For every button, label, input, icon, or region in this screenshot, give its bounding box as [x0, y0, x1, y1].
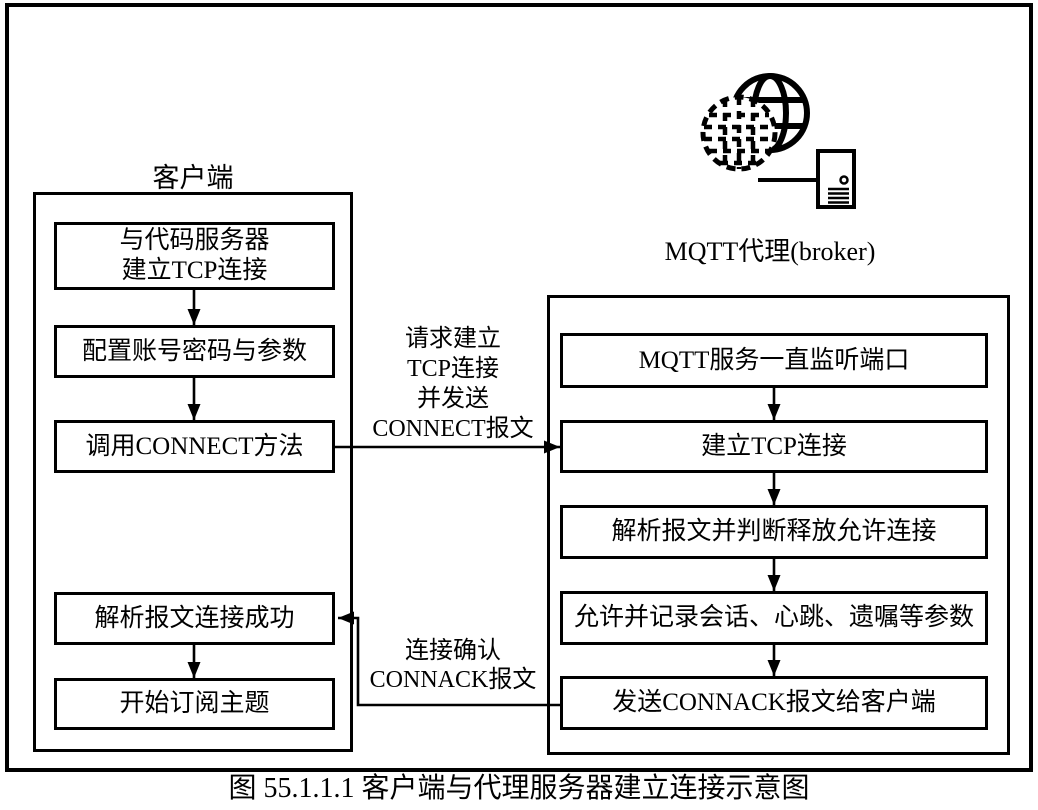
broker-step-parse: 解析报文并判断释放允许连接 [560, 505, 988, 559]
client-step-configure: 配置账号密码与参数 [54, 325, 335, 378]
globe-network-server-icon [700, 73, 856, 209]
broker-step-send-connack: 发送CONNACK报文给客户端 [560, 676, 988, 730]
client-step-call-connect: 调用CONNECT方法 [54, 420, 335, 473]
broker-step-tcp: 建立TCP连接 [560, 420, 988, 473]
flow-label-connect-request: 请求建立 TCP连接 并发送 CONNECT报文 [372, 326, 534, 442]
figure-caption: 图 55.1.1.1 客户端与代理服务器建立连接示意图 [228, 773, 810, 804]
client-step-parse-success: 解析报文连接成功 [54, 592, 335, 645]
client-step-subscribe: 开始订阅主题 [54, 678, 335, 730]
broker-step-listen: MQTT服务一直监听端口 [560, 333, 988, 388]
flow-label-connack: 连接确认 CONNACK报文 [369, 638, 537, 693]
server-icon [758, 149, 856, 209]
client-section-title: 客户端 [152, 163, 234, 193]
broker-step-record: 允许并记录会话、心跳、遗嘱等参数 [560, 591, 988, 645]
globe-dashed-icon [700, 94, 778, 172]
client-step-connect-tcp: 与代码服务器 建立TCP连接 [54, 222, 335, 290]
broker-section-title: MQTT代理(broker) [664, 237, 876, 266]
